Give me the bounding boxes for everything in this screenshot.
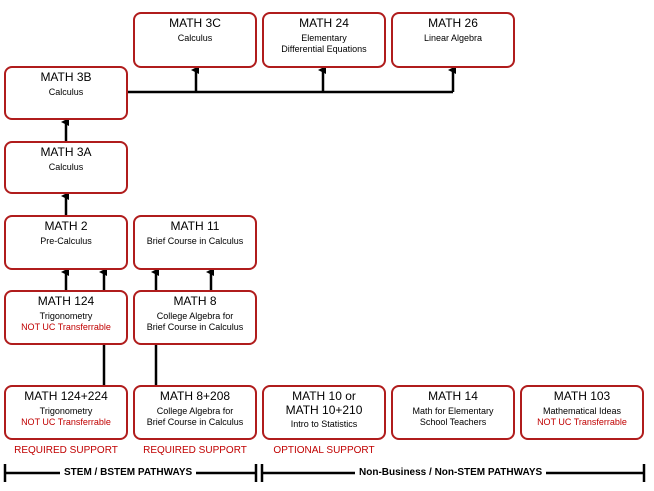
course-math-124: MATH 124 Trigonometry NOT UC Transferrab… — [4, 290, 128, 345]
course-code: MATH 8 — [173, 294, 217, 308]
course-math-3b: MATH 3B Calculus — [4, 66, 128, 120]
stem-pathways-label: STEM / BSTEM PATHWAYS — [60, 466, 197, 480]
course-title: Brief Course in Calculus — [146, 236, 244, 246]
course-title-line2: Brief Course in Calculus — [146, 417, 244, 427]
course-title: Pre-Calculus — [40, 236, 92, 246]
course-title: College Algebra for — [156, 406, 234, 416]
course-code: MATH 124+224 — [24, 389, 108, 403]
course-math-26: MATH 26 Linear Algebra — [391, 12, 515, 68]
course-title: Calculus — [48, 162, 84, 172]
course-code: MATH 26 — [428, 16, 478, 30]
course-math-10: MATH 10 or MATH 10+210 Intro to Statisti… — [262, 385, 386, 440]
course-title: College Algebra for — [156, 311, 234, 321]
course-math-3a: MATH 3A Calculus — [4, 141, 128, 194]
course-title-line2: Differential Equations — [281, 44, 367, 54]
transfer-warning: NOT UC Transferrable — [537, 417, 627, 427]
course-code: MATH 124 — [37, 294, 95, 308]
course-title-line2: School Teachers — [419, 417, 487, 427]
course-title: Linear Algebra — [423, 33, 483, 43]
course-title-line2: Brief Course in Calculus — [146, 322, 244, 332]
course-math-8: MATH 8 College Algebra for Brief Course … — [133, 290, 257, 345]
course-title: Calculus — [48, 87, 84, 97]
course-title: Elementary — [301, 33, 347, 43]
nonstem-pathways-label: Non-Business / Non-STEM PATHWAYS — [355, 466, 547, 480]
course-title: Calculus — [177, 33, 213, 43]
course-code: MATH 11 — [170, 219, 220, 233]
required-support-label: REQUIRED SUPPORT — [14, 445, 118, 456]
course-title: Trigonometry — [39, 406, 93, 416]
required-support-label: REQUIRED SUPPORT — [143, 445, 247, 456]
course-title: Math for Elementary — [412, 406, 494, 416]
course-math-124-224: MATH 124+224 Trigonometry NOT UC Transfe… — [4, 385, 128, 440]
optional-support-label: OPTIONAL SUPPORT — [273, 445, 375, 456]
course-math-8-208: MATH 8+208 College Algebra for Brief Cou… — [133, 385, 257, 440]
course-code: MATH 2 — [44, 219, 88, 233]
course-math-3c: MATH 3C Calculus — [133, 12, 257, 68]
course-code: MATH 3A — [40, 145, 92, 159]
course-title: Intro to Statistics — [290, 419, 358, 429]
course-code: MATH 3C — [169, 16, 221, 30]
course-math-11: MATH 11 Brief Course in Calculus — [133, 215, 257, 270]
course-code-alt: MATH 10+210 — [285, 403, 363, 417]
course-code: MATH 3B — [40, 70, 92, 84]
course-code: MATH 8+208 — [159, 389, 231, 403]
course-math-24: MATH 24 Elementary Differential Equation… — [262, 12, 386, 68]
course-code: MATH 103 — [553, 389, 611, 403]
course-math-14: MATH 14 Math for Elementary School Teach… — [391, 385, 515, 440]
transfer-warning: NOT UC Transferrable — [21, 322, 111, 332]
transfer-warning: NOT UC Transferrable — [21, 417, 111, 427]
course-math-2: MATH 2 Pre-Calculus — [4, 215, 128, 270]
course-code: MATH 24 — [299, 16, 349, 30]
course-title: Mathematical Ideas — [542, 406, 622, 416]
course-code: MATH 10 or — [292, 389, 356, 403]
course-code: MATH 14 — [428, 389, 478, 403]
course-title: Trigonometry — [39, 311, 93, 321]
course-math-103: MATH 103 Mathematical Ideas NOT UC Trans… — [520, 385, 644, 440]
